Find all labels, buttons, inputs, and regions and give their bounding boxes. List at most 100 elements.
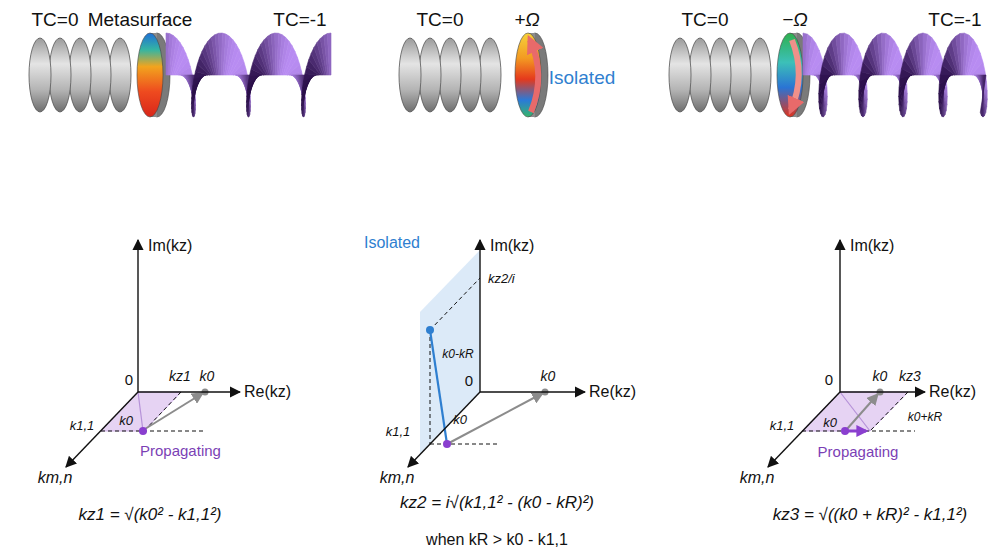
rotation-arrow-path [530,40,538,112]
beam-ring [709,38,731,112]
figure-label: when kR > k0 - k1,1 [426,531,568,549]
figure-label: km,n [740,469,775,487]
axes [768,240,925,467]
axes [408,240,585,467]
im-axis [839,240,840,392]
figure-label: TC=0 [682,10,729,31]
propagating-region [101,392,181,431]
figure-label: kz1 [169,369,191,384]
figure-label: km,n [380,469,415,487]
figure-label: kz3 [899,369,921,384]
incident-beam [669,38,771,112]
axes [66,240,240,467]
guide-line [430,330,431,444]
figure-label: k1,1 [70,419,95,433]
wavefront-strip [980,75,986,116]
figure-label: Propagating [818,444,899,461]
figure-label: k0 [873,369,888,384]
kz-plot-1 [101,389,209,436]
figure-label: Isolated [364,234,420,252]
figure-label: k0 [823,416,837,430]
figure-label: TC=-1 [928,10,981,31]
isolated-point [426,326,434,334]
guide-line [430,278,480,330]
metasurface-disc [137,33,170,117]
k-vector [840,392,870,431]
figure-label: Im(kz) [850,237,894,255]
figure-label: 0 [125,372,133,389]
figure-label: k0 [200,369,215,384]
k-axis [408,392,480,467]
beam-ring [669,38,691,112]
figure-label: Propagating [140,443,221,460]
propagating-region [802,392,908,431]
beam-ring [29,38,51,112]
re-axis [138,391,240,392]
rotation-arrow [530,40,538,112]
wavefront-strip [819,75,833,85]
figure-label: Re(kz) [589,383,636,401]
k0-arrow [449,393,543,443]
incident-beam [29,38,131,112]
figure-label: Re(kz) [244,383,291,401]
wavefront-strip [919,33,923,75]
figure-label: k0+kR [908,411,942,424]
mode-point [139,427,147,435]
beam-ring [439,38,461,112]
beam-ring [749,38,771,112]
figure-label: kz2 = i√(k1,1² - (k0 - kR)²) [400,494,594,513]
k0-arrow [145,393,203,429]
figure-label: k1,1 [770,419,795,433]
im-axis [137,240,138,392]
figure-label: k0 [541,369,556,384]
figure-label: TC=0 [32,10,79,31]
beam-ring [729,38,751,112]
figure-label: TC=0 [417,10,464,31]
beam-ring [109,38,131,112]
figure-label: +Ω [514,10,540,31]
k0-vector [138,392,143,431]
mode-point [443,440,451,448]
helical-wavefront [166,33,331,117]
kz-plot-2 [420,250,549,454]
figure-label: kz2/i [488,272,515,286]
kz-plot-3 [802,389,915,436]
rotation-arrow-path [791,40,799,110]
figure-label: 0 [465,373,473,390]
im-axis [479,240,480,392]
guide-line [101,431,205,432]
incident-beam [399,38,501,112]
re-axis [840,391,925,392]
guide-line [430,444,500,445]
beam-ring [399,38,421,112]
figure-label: Isolated [549,68,616,89]
beam-ring [459,38,481,112]
beam-ring [689,38,711,112]
figure-label: km,n [38,469,73,487]
figure-label: kz3 = √((k0 + kR)² - k1,1²) [773,506,967,525]
disc-face [777,33,803,117]
figure-label: k1,1 [386,425,411,439]
figure-label: 0 [825,372,833,389]
beam-ring [419,38,441,112]
mode-point [841,427,849,435]
beam-ring [479,38,501,112]
figure-label: Re(kz) [929,383,976,401]
figure-label: Metasurface [88,10,193,31]
figure-label: Im(kz) [148,237,192,255]
figure-label: −Ω [782,10,808,31]
disc-face [137,33,163,117]
figure-label: TC=-1 [273,10,326,31]
beam-ring [89,38,111,112]
k0-arrow [847,394,878,429]
k-axis [66,392,138,467]
wavefront-strip [327,33,331,75]
re-axis [480,391,585,392]
wavefront-strip [939,75,953,85]
rotation-arrow [791,40,799,110]
figure-label: Im(kz) [490,237,534,255]
beam-ring [69,38,91,112]
helical-wavefront [803,33,987,117]
